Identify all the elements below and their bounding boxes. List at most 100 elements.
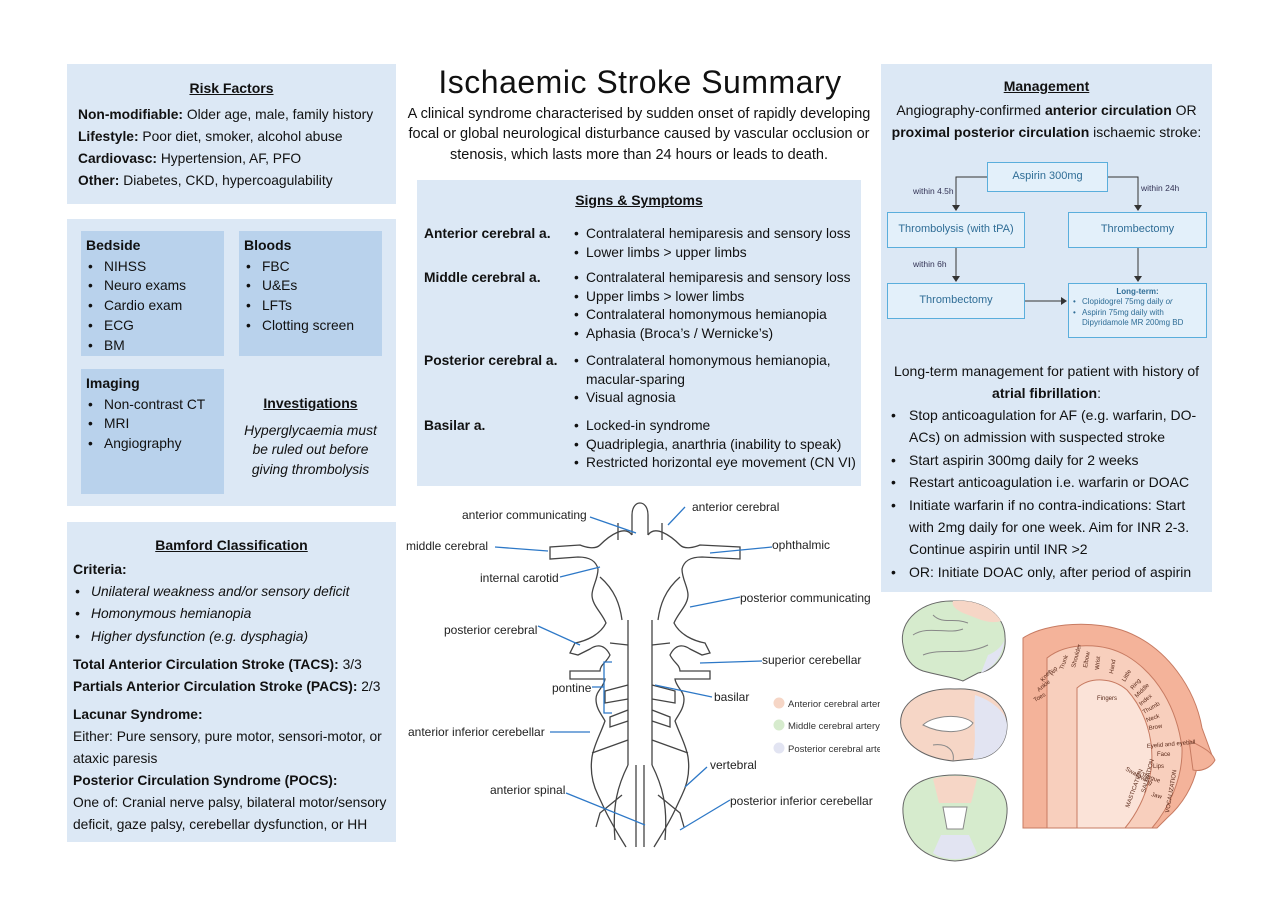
sign-group: Middle cerebral a. Contralateral hemipar…	[424, 269, 859, 352]
bamford-panel: Bamford Classification Criteria: Unilate…	[67, 522, 396, 842]
intro-text: A clinical syndrome characterised by sud…	[407, 106, 871, 163]
imaging-heading: Imaging	[86, 375, 140, 391]
pacs-row: Partials Anterior Circulation Stroke (PA…	[73, 678, 381, 694]
list-item: Stop anticoagulation for AF (e.g. warfar…	[889, 404, 1207, 449]
bedside-heading: Bedside	[86, 237, 141, 253]
homunculus-label: Hand	[1109, 659, 1117, 674]
list-item: Contralateral homonymous hemianopia	[574, 306, 851, 325]
lacunar-text: Either: Pure sensory, pure motor, sensor…	[73, 728, 382, 766]
brain-medial-view	[900, 688, 1008, 762]
list-item: Visual agnosia	[574, 389, 854, 408]
sign-group: Anterior cerebral a. Contralateral hemip…	[424, 225, 859, 269]
management-intro: Angiography-confirmed anterior circulati…	[891, 101, 1202, 141]
list-item: ECG	[86, 316, 219, 336]
list-item: Higher dysfunction (e.g. dysphagia)	[73, 626, 390, 648]
list-item: Contralateral homonymous hemianopia, mac…	[574, 352, 854, 389]
list-item: Contralateral hemiparesis and sensory lo…	[574, 225, 851, 244]
list-item: Locked-in syndrome	[574, 417, 856, 436]
homunculus-label: Face	[1157, 752, 1171, 758]
label-posterior-communicating: posterior communicating	[740, 591, 871, 605]
risk-row: Other: Diabetes, CKD, hypercoagulability	[78, 172, 333, 188]
legend-anterior: Anterior cerebral artery	[788, 699, 880, 710]
legend-swatch-anterior	[773, 697, 785, 709]
list-item: Clopidogrel 75mg daily or	[1073, 297, 1202, 308]
artery-name: Middle cerebral a.	[424, 270, 541, 285]
homunculus-label: Trunk	[1059, 653, 1070, 670]
risk-factors-heading: Risk Factors	[189, 80, 274, 96]
management-panel: Management Angiography-confirmed anterio…	[881, 64, 1212, 592]
list-item: Restricted horizontal eye movement (CN V…	[574, 454, 856, 473]
flow-label-within45: within 4.5h	[913, 186, 954, 196]
flow-longterm: Long-term: Clopidogrel 75mg daily or Asp…	[1068, 283, 1207, 338]
homunculus-label: Eyelid and eyeball	[1147, 740, 1196, 750]
label-vertebral: vertebral	[710, 758, 757, 772]
list-item: Non-contrast CT	[86, 395, 219, 415]
bamford-heading: Bamford Classification	[155, 537, 308, 553]
flow-label-within24: within 24h	[1141, 183, 1180, 193]
signs-heading: Signs & Symptoms	[575, 192, 703, 208]
lacunar-label: Lacunar Syndrome:	[73, 706, 203, 722]
flow-thrombolysis: Thrombolysis (with tPA)	[887, 212, 1025, 248]
longterm-title: Long-term:	[1116, 287, 1159, 296]
flow-thrombectomy: Thrombectomy	[1068, 212, 1207, 248]
investigations-panel: Bedside NIHSS Neuro exams Cardio exam EC…	[67, 219, 396, 506]
homunculus-label: Elbow	[1083, 651, 1092, 669]
bedside-box: Bedside NIHSS Neuro exams Cardio exam EC…	[81, 231, 224, 356]
flow-thrombectomy-2: Thrombectomy	[887, 283, 1025, 319]
label-superior-cerebellar: superior cerebellar	[762, 653, 861, 667]
management-heading: Management	[1003, 78, 1090, 94]
motor-homunculus-illustration: Hip Trunk Shoulder Elbow Wrist Hand Litt…	[1022, 623, 1216, 829]
label-middle-cerebral: middle cerebral	[406, 539, 488, 553]
list-item: Upper limbs > lower limbs	[574, 288, 851, 307]
homunculus-label: Little	[1122, 668, 1134, 683]
list-item: Unilateral weakness and/or sensory defic…	[73, 581, 390, 603]
artery-name: Basilar a.	[424, 418, 486, 433]
list-item: Cardio exam	[86, 296, 219, 316]
sign-group: Basilar a. Locked-in syndrome Quadripleg…	[424, 417, 859, 473]
label-basilar: basilar	[714, 690, 749, 704]
list-item: OR: Initiate DOAC only, after period of …	[889, 561, 1207, 584]
homunculus-label: Lips	[1153, 764, 1164, 770]
homunculus-label: Jaw	[1150, 792, 1163, 801]
label-posterior-cerebral: posterior cerebral	[444, 623, 537, 637]
af-intro: Long-term management for patient with hi…	[893, 363, 1200, 402]
investigations-heading: Investigations	[263, 395, 358, 411]
list-item: Initiate warfarin if no contra-indicatio…	[889, 494, 1207, 561]
label-anterior-communicating: anterior communicating	[462, 508, 587, 522]
flow-aspirin: Aspirin 300mg	[987, 162, 1108, 192]
artery-name: Posterior cerebral a.	[424, 353, 558, 368]
brain-lateral-view	[901, 600, 1006, 682]
signs-panel: Signs & Symptoms Anterior cerebral a. Co…	[417, 180, 861, 486]
homunculus-label: Fingers	[1097, 696, 1117, 702]
homunculus-label: Toes	[1033, 692, 1047, 704]
tacs-row: Total Anterior Circulation Stroke (TACS)…	[73, 656, 362, 672]
pocs-text: One of: Cranial nerve palsy, bilateral m…	[73, 794, 387, 832]
flow-arrows	[952, 176, 1142, 305]
list-item: Aphasia (Broca’s / Wernicke’s)	[574, 325, 851, 344]
homunculus-label: Hip	[1050, 666, 1060, 677]
homunculus-label: Wrist	[1095, 656, 1102, 670]
risk-row: Cardiovasc: Hypertension, AF, PFO	[78, 150, 302, 166]
list-item: Clotting screen	[244, 316, 377, 336]
investigations-note: Hyperglycaemia must be ruled out before …	[244, 423, 377, 477]
list-item: MRI	[86, 414, 219, 434]
list-item: Contralateral hemiparesis and sensory lo…	[574, 269, 851, 288]
list-item: U&Es	[244, 276, 377, 296]
page-title: Ischaemic Stroke Summary	[438, 64, 842, 100]
artery-name: Anterior cerebral a.	[424, 226, 551, 241]
list-item: NIHSS	[86, 257, 219, 277]
sign-group: Posterior cerebral a. Contralateral homo…	[424, 352, 859, 417]
flow-label-within6: within 6h	[913, 259, 947, 269]
imaging-box: Imaging Non-contrast CT MRI Angiography	[81, 369, 224, 494]
pocs-label: Posterior Circulation Syndrome (POCS):	[73, 772, 338, 788]
list-item: BM	[86, 336, 219, 356]
label-anterior-spinal: anterior spinal	[490, 783, 565, 797]
label-internal-carotid: internal carotid	[480, 571, 559, 585]
homunculus-label: Brow	[1148, 724, 1163, 732]
list-item: Restart anticoagulation i.e. warfarin or…	[889, 471, 1207, 494]
list-item: Aspirin 75mg daily with Dipyridamole MR …	[1073, 308, 1202, 329]
bloods-box: Bloods FBC U&Es LFTs Clotting screen	[239, 231, 382, 356]
label-ophthalmic: ophthalmic	[772, 538, 830, 552]
legend-posterior: Posterior cerebral artery	[788, 744, 880, 755]
list-item: Homonymous hemianopia	[73, 603, 390, 625]
